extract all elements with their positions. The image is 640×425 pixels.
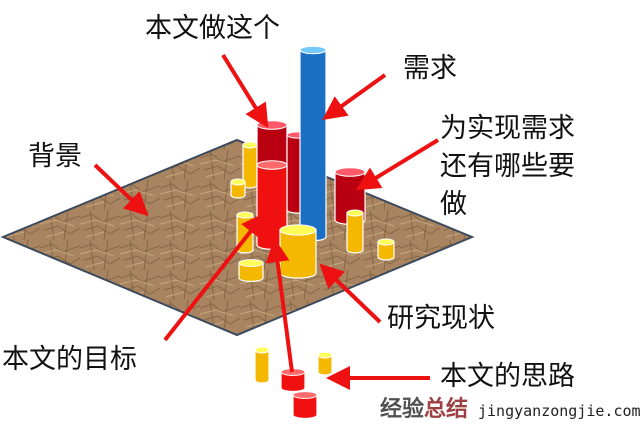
label-this-paper-does: 本文做这个	[145, 13, 280, 44]
arrow	[322, 73, 387, 120]
red-cylinder	[280, 368, 306, 393]
watermark-cn-b: 总结	[424, 397, 469, 422]
yellow-cylinder	[279, 224, 317, 279]
watermark-cn-a: 经验	[380, 397, 425, 422]
yellow-cylinder	[238, 259, 264, 283]
yellow-cylinder	[377, 238, 395, 261]
yellow-cylinder	[254, 346, 270, 384]
label-demand: 需求	[403, 53, 457, 84]
blue-cylinder	[299, 45, 327, 242]
label-paper-approach: 本文的思路	[440, 361, 575, 392]
arrow	[93, 163, 149, 217]
watermark-url: jingyanzongjie.com	[478, 402, 640, 420]
arrow	[221, 53, 269, 129]
yellow-cylinder	[346, 209, 364, 254]
yellow-cylinder	[317, 351, 333, 376]
arrow	[319, 263, 382, 324]
watermark-logo: 经验总结	[380, 397, 468, 423]
label-background: 背景	[28, 141, 82, 172]
label-remaining-2: 还有哪些要	[440, 151, 575, 182]
red-cylinder	[292, 391, 318, 420]
label-paper-goal: 本文的目标	[2, 344, 137, 375]
arrow	[355, 138, 440, 191]
arrow	[265, 238, 294, 373]
label-remaining-3: 做	[440, 189, 467, 220]
label-research-status: 研究现状	[387, 303, 495, 334]
yellow-cylinder	[230, 178, 246, 199]
arrow	[163, 212, 266, 342]
label-remaining-1: 为实现需求	[440, 113, 575, 144]
